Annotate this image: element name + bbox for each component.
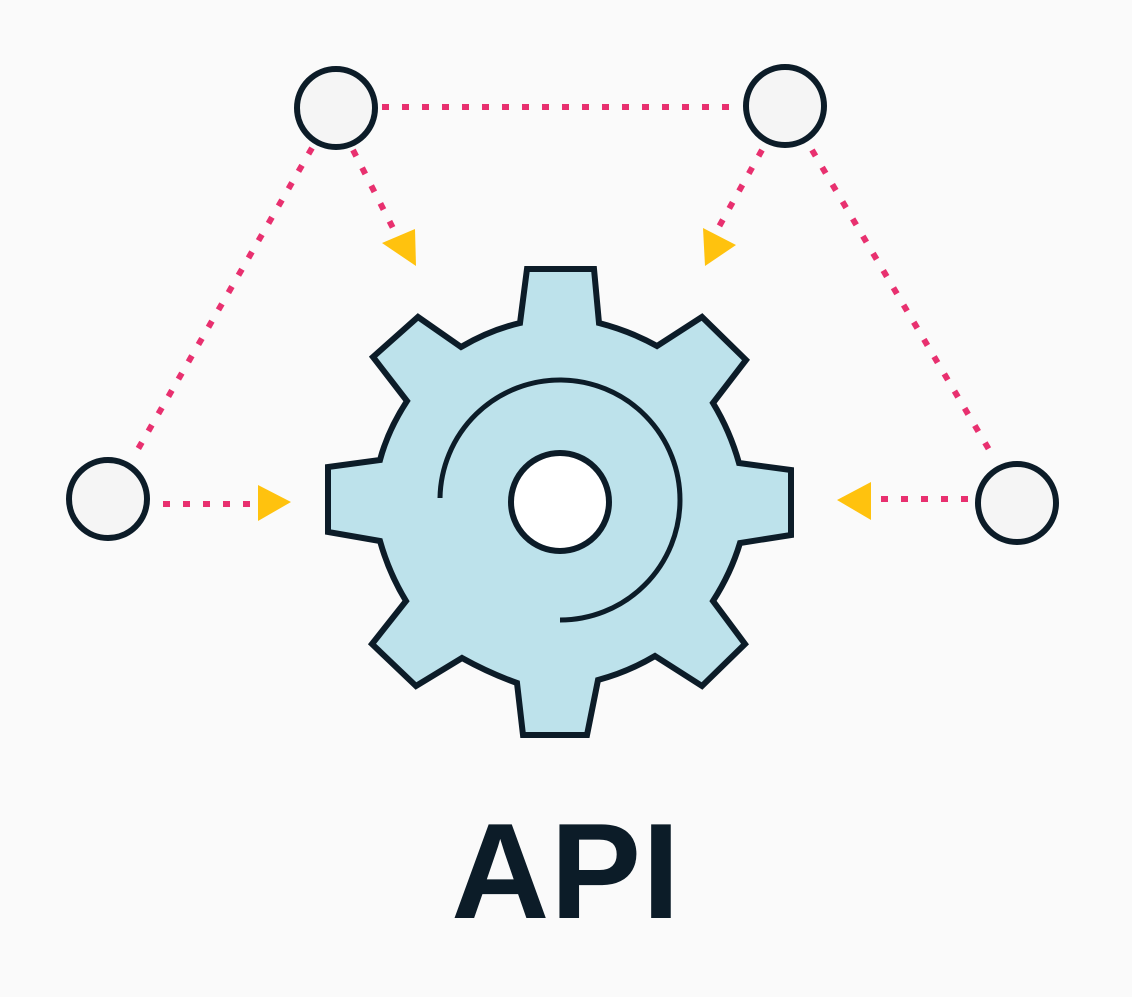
- node-top-right: [743, 64, 827, 148]
- arrowheads: [258, 228, 871, 521]
- arrowhead-top-right: [703, 228, 736, 266]
- node-left: [66, 457, 150, 541]
- arrowhead-right: [837, 482, 871, 520]
- arrowhead-top-left: [382, 229, 416, 266]
- nodes: [66, 64, 1059, 545]
- connector-top-left-to-left: [131, 146, 315, 458]
- connector-lines: [131, 104, 997, 507]
- node-right: [975, 461, 1059, 545]
- gear-hole: [508, 450, 612, 554]
- connector-top-right-to-right: [809, 148, 997, 460]
- gear-swirl: [437, 377, 683, 623]
- connector-top-left-to-gear: [350, 148, 398, 234]
- api-title: API: [451, 795, 681, 947]
- gear-icon: [325, 266, 794, 738]
- connector-top-right-to-gear: [713, 148, 765, 234]
- node-top-left: [294, 66, 378, 150]
- arrowhead-left: [258, 485, 291, 521]
